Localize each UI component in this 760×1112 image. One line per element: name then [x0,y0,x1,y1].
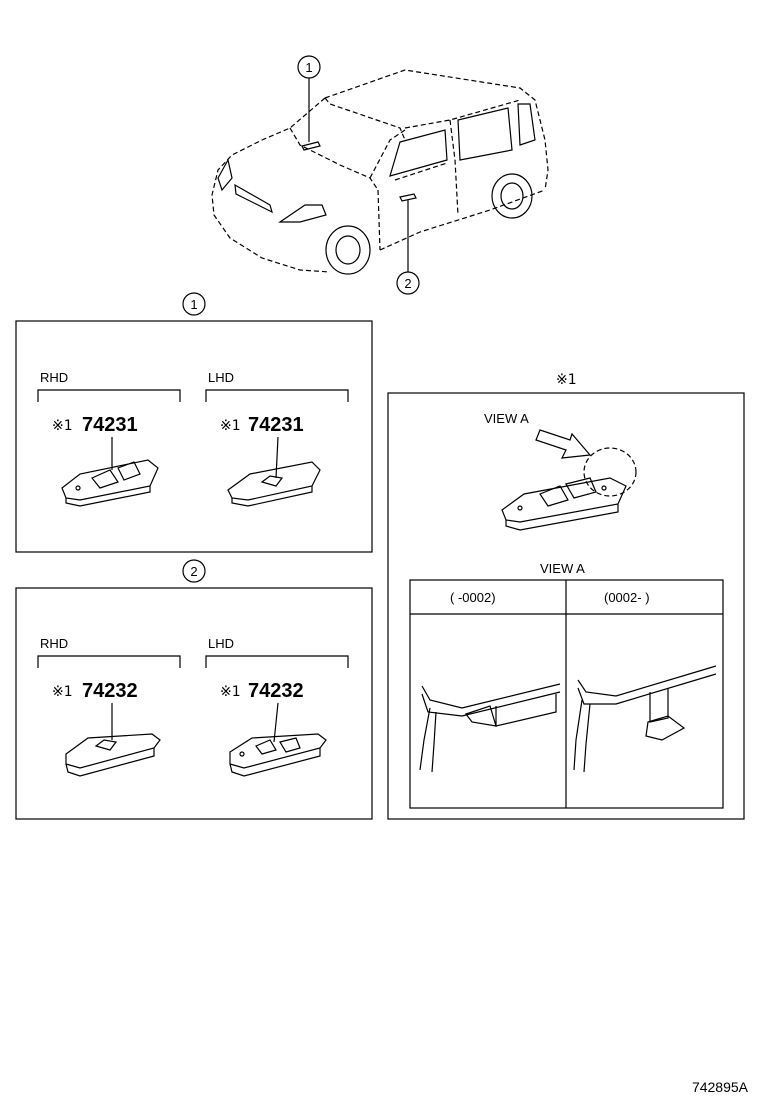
panel-1-left-part-number: 74231 [82,414,138,436]
svg-text:2: 2 [404,276,411,291]
view-a-arrow [535,429,592,459]
panel-1-lhd-label: LHD [208,370,234,385]
panel-1-right-leader [275,436,279,479]
panel-1-rhd-label: RHD [40,370,68,385]
panel-2-right-note-mark: ※1 [220,684,241,700]
callout-2-panel: 2 [182,559,206,583]
view-a-table [409,579,724,809]
view-a-col-left-header: ( -0002) [450,590,496,605]
detail-panel-frame [387,392,745,820]
switch-detail [501,447,637,531]
panel-2-right-leader [273,702,279,743]
panel-2-right-part-number: 74232 [248,680,304,702]
callout-1-panel: 1 [182,292,206,316]
panel-1-lhd-bracket [205,389,349,402]
detail-note-mark: ※1 [556,372,577,388]
vehicle-illustration [211,69,549,275]
panel-2-frame [15,587,373,820]
panel-2-left-note-mark: ※1 [52,684,73,700]
switch-74231-rhd [61,459,159,507]
view-a-left-illustration [419,683,561,773]
reference-number: 742895A [692,1079,749,1095]
view-a-arrow-label: VIEW A [484,411,529,426]
callout-1-car: 1 [297,55,321,79]
svg-text:1: 1 [190,297,197,312]
switch-74232-lhd [229,733,327,777]
switch-74232-rhd [65,733,161,777]
panel-2-left-part-number: 74232 [82,680,138,702]
panel-2-lhd-bracket [205,655,349,668]
svg-text:1: 1 [305,60,312,75]
switch-74231-lhd [227,461,321,507]
view-a-col-right-header: (0002- ) [604,590,650,605]
panel-1-rhd-bracket [37,389,181,402]
panel-2-rhd-label: RHD [40,636,68,651]
svg-text:2: 2 [190,564,197,579]
panel-1-right-note-mark: ※1 [220,418,241,434]
callout-2-car: 2 [396,271,420,295]
view-a-title: VIEW A [540,561,585,576]
panel-2-lhd-label: LHD [208,636,234,651]
panel-1-left-note-mark: ※1 [52,418,73,434]
panel-1-frame [15,320,373,553]
panel-2-rhd-bracket [37,655,181,668]
panel-1-right-part-number: 74231 [248,414,304,436]
view-a-right-illustration [573,665,717,773]
